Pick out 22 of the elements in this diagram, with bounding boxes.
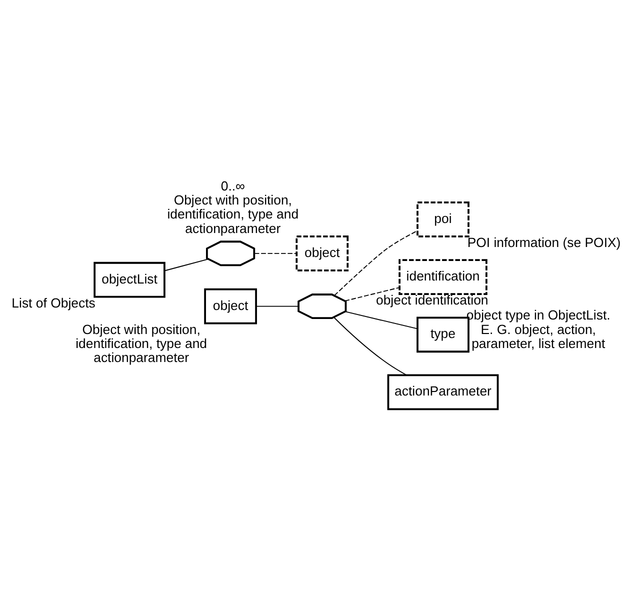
connector [333, 316, 408, 376]
node-octagon [298, 294, 347, 320]
connector [334, 230, 418, 296]
node-box: type [416, 316, 470, 353]
node-label: POI information (se POIX) [467, 235, 621, 250]
node-box: actionParameter [387, 374, 499, 410]
node-label: List of Objects [12, 295, 96, 310]
node-label: 0..∞ [220, 178, 245, 194]
node-label: Object with position, identification, type and actionparameter [76, 322, 208, 366]
node-box: object [204, 288, 257, 324]
connector [256, 306, 299, 307]
node-box: poi [416, 202, 470, 238]
node-box: objectList [94, 262, 166, 298]
connector [254, 252, 298, 254]
connector [344, 287, 400, 302]
node-box: object [296, 235, 349, 272]
node-label: object identification [376, 292, 488, 308]
node-box: identification [398, 259, 488, 295]
node-label: Object with position, identification, type and actionparameter [167, 192, 299, 236]
connector [164, 258, 209, 272]
node-octagon [206, 240, 256, 266]
connector [344, 311, 418, 330]
